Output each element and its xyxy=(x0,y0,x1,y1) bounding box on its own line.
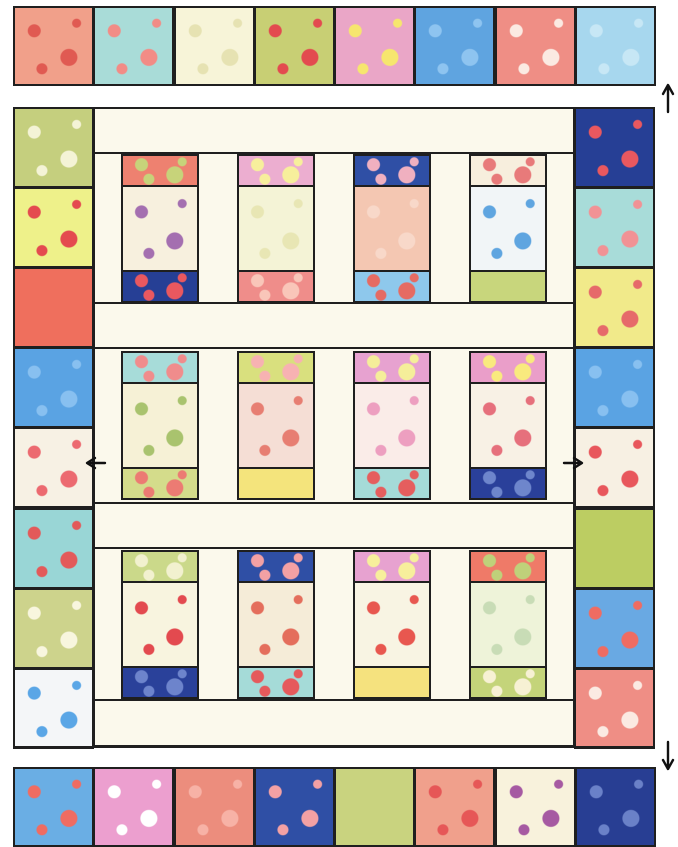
top-border-square-sky-blue-texture xyxy=(575,6,656,86)
top-border-square-green-hydrangea xyxy=(254,6,335,86)
arrow-left-icon-path xyxy=(87,458,105,468)
top-border-square-cream-lattice xyxy=(174,6,255,86)
bottom-border-square-pink-dogwood xyxy=(93,767,174,847)
top-border-square-aqua-floral xyxy=(93,6,174,86)
bottom-border-square-navy-floral xyxy=(254,767,335,847)
bottom-border-square-green-solid xyxy=(334,767,415,847)
arrow-down-icon-path xyxy=(663,742,673,769)
bottom-border-square-blue-floral xyxy=(13,767,94,847)
arrow-down-icon xyxy=(661,740,675,772)
quilt-body-outline xyxy=(13,107,655,748)
arrow-left-icon xyxy=(85,456,107,470)
arrow-right-icon xyxy=(562,456,584,470)
arrow-up-icon-path xyxy=(663,85,673,112)
bottom-border-square-salmon-floral xyxy=(414,767,495,847)
top-border-square-blue-lattice xyxy=(414,6,495,86)
top-border-square-salmon-dogwood xyxy=(495,6,576,86)
arrow-up-icon xyxy=(661,82,675,114)
arrow-right-icon-path xyxy=(564,458,582,468)
top-border-square-pink-floral xyxy=(334,6,415,86)
top-border-square-coral-floral xyxy=(13,6,94,86)
bottom-border-square-navy-lattice xyxy=(575,767,656,847)
bottom-border-square-coral-peony xyxy=(174,767,255,847)
bottom-border-square-cream-floral xyxy=(495,767,576,847)
